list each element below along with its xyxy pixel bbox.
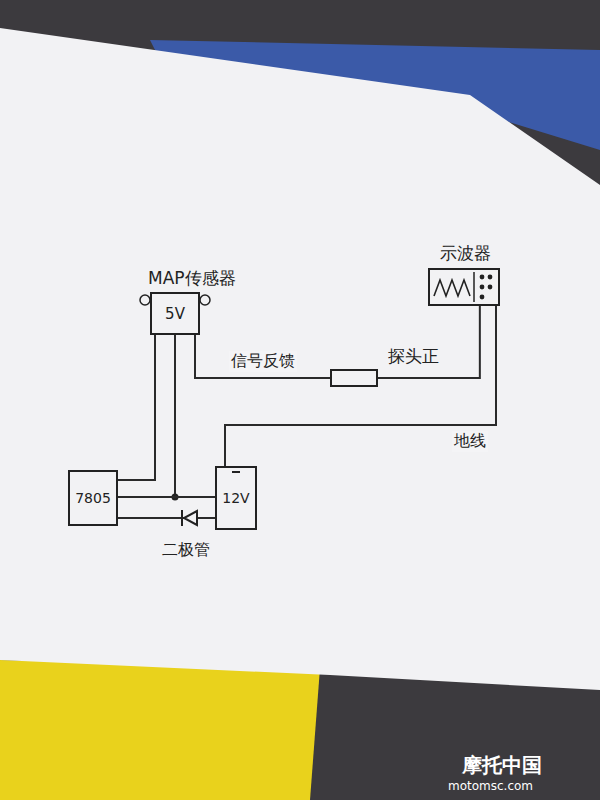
sensor-pin [140, 295, 150, 305]
wire [378, 306, 480, 378]
wire [118, 496, 215, 498]
wire-label: 信号反馈 [229, 351, 297, 372]
watermark: 摩托中国 [462, 752, 542, 779]
node-text: 12V [222, 490, 249, 506]
yellow-book [0, 660, 320, 800]
regulator-box: 7805 [68, 470, 118, 526]
knob-dot [488, 275, 493, 280]
oscilloscope-screen [430, 270, 498, 304]
diode-symbol [184, 511, 197, 525]
screen-divider [473, 272, 475, 302]
paper-sheet [0, 28, 600, 690]
wire [195, 335, 330, 378]
part-label: 二极管 [162, 540, 210, 561]
watermark: motomsc.com [448, 779, 533, 793]
knob-dot [480, 285, 485, 290]
wire [225, 306, 496, 466]
wire-label: 地线 [452, 431, 488, 452]
probe-box: 探头正 [330, 369, 378, 387]
node-heading: MAP传感器 [148, 267, 236, 290]
battery-box: 12V [215, 466, 257, 530]
knob-dot [480, 295, 485, 300]
battery-minus [232, 471, 240, 473]
sensor-pin [200, 295, 210, 305]
waveform [434, 280, 470, 296]
knob-dot [480, 275, 485, 280]
node-heading: 探头正 [388, 345, 439, 368]
wire [118, 335, 155, 480]
node-heading: 示波器 [440, 242, 491, 265]
sensor-box: MAP传感器5V [150, 292, 200, 335]
node-text: 7805 [75, 490, 111, 506]
oscilloscope-box: 示波器 [428, 268, 500, 306]
wire [118, 517, 215, 519]
diode-bar [181, 510, 183, 526]
knob-dot [488, 285, 493, 290]
node-text: 5V [165, 305, 185, 323]
